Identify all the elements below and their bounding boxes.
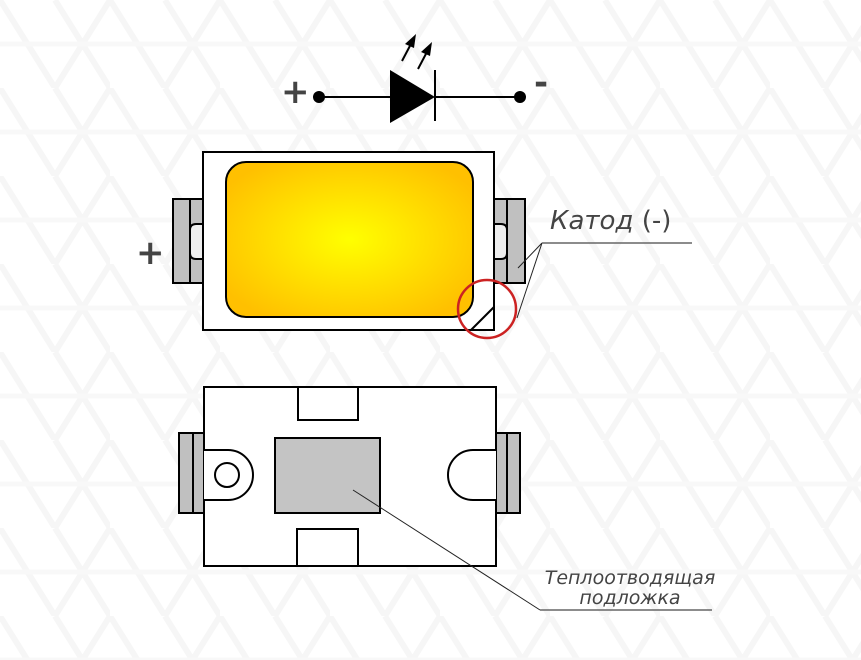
diode-triangle-icon [390,70,435,123]
phosphor-emitter [225,161,474,318]
cathode-label-text: Катод [550,206,634,236]
bottom-left-pad [178,432,205,514]
anode-marker-circle [214,462,240,488]
heatsink-label-line1: Теплоотводящая [544,567,716,589]
heatsink-substrate [274,437,381,514]
cathode-mark [470,306,495,331]
cathode-leader-lines [516,242,692,319]
heatsink-leader-line [352,489,712,611]
heatsink-label-line2: подложка [579,587,681,609]
cathode-pad [493,198,526,284]
heatsink-label: Теплоотводящая подложка [530,568,730,608]
top-notch [297,386,359,421]
bottom-notch [296,528,359,567]
bottom-right-pad [495,432,521,514]
led-schematic-symbol [313,34,526,123]
schematic-plus-label: + [281,72,310,112]
led-bottom-view [178,386,712,611]
anode-pad [172,198,205,284]
top-view-plus-label: + [136,233,165,273]
cathode-highlight-circle [456,278,518,340]
schematic-minus-label: - [534,63,549,103]
cathode-label: Катод (-) [550,206,671,236]
led-top-view [172,151,692,340]
cathode-sign: (-) [641,206,672,236]
anode-terminal-dot [313,91,325,103]
cathode-terminal-dot [514,91,526,103]
light-emission-arrows-icon [401,34,432,70]
cathode-tab-outline [447,449,496,501]
